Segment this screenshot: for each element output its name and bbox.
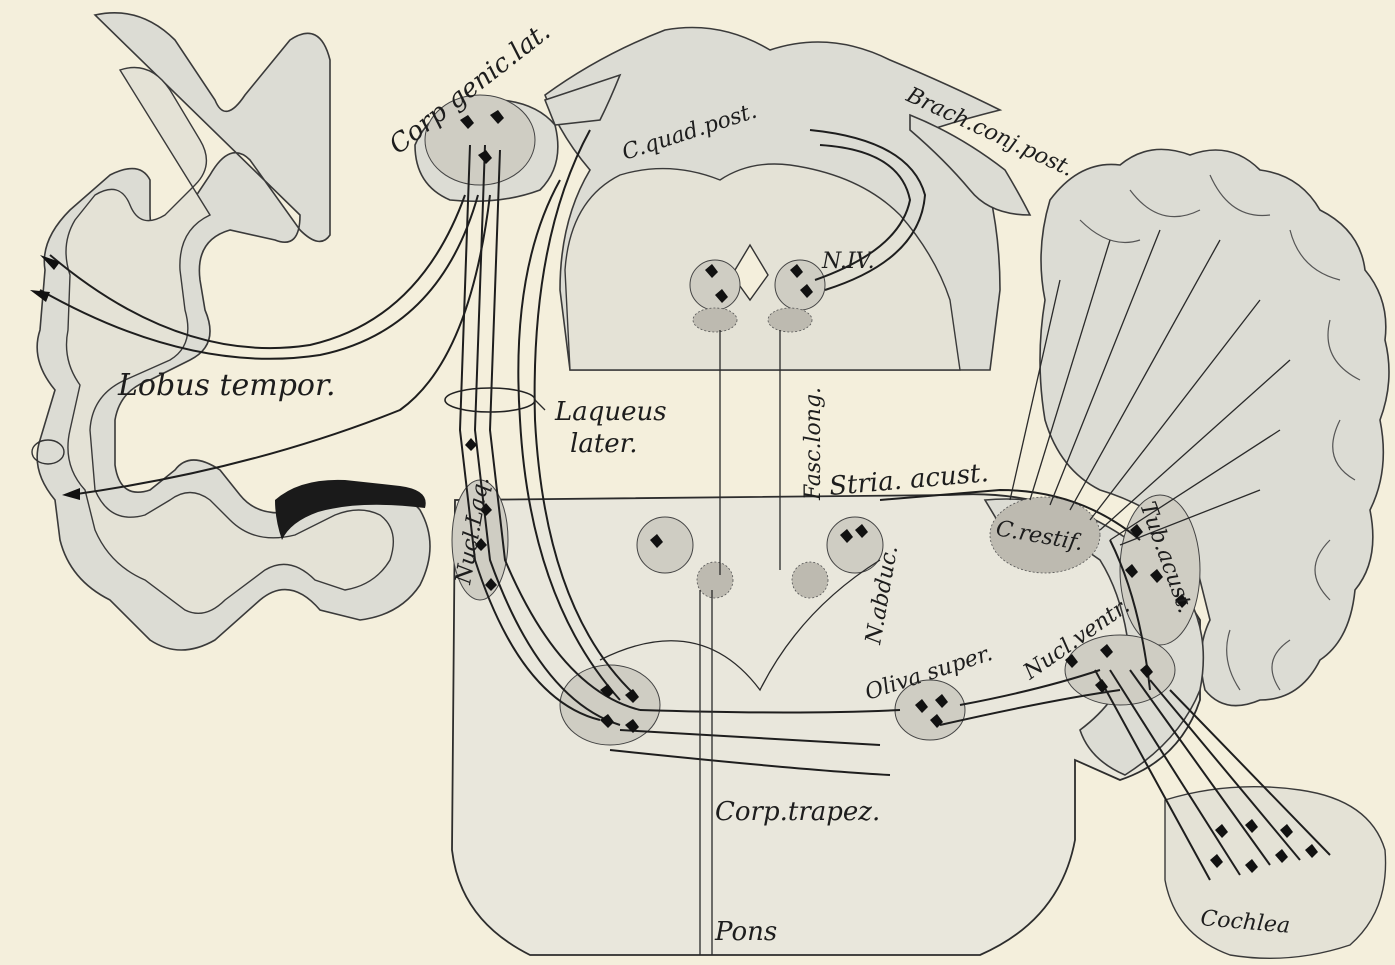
left-trapezoid-nucleus <box>560 665 660 745</box>
fasc-long-left-dots <box>693 308 737 332</box>
label-pons: Pons <box>714 917 777 947</box>
left-central-nucleus <box>637 517 693 573</box>
fasc-long-right-dots <box>768 308 812 332</box>
label-lobus-tempor: Lobus tempor. <box>117 368 336 403</box>
label-n-iv: N.IV. <box>821 249 875 274</box>
temporal-lobe <box>32 13 430 650</box>
right-medial-dots <box>792 562 828 598</box>
n-iv-nucleus-right <box>775 260 825 310</box>
label-fasc-long: Fasc.long. <box>801 387 826 501</box>
label-later: later. <box>570 429 638 459</box>
left-medial-dots <box>697 562 733 598</box>
n-iv-nucleus-left <box>690 260 740 310</box>
label-corp-trapez: Corp.trapez. <box>715 797 880 827</box>
label-laqueus: Laqueus <box>554 397 667 427</box>
